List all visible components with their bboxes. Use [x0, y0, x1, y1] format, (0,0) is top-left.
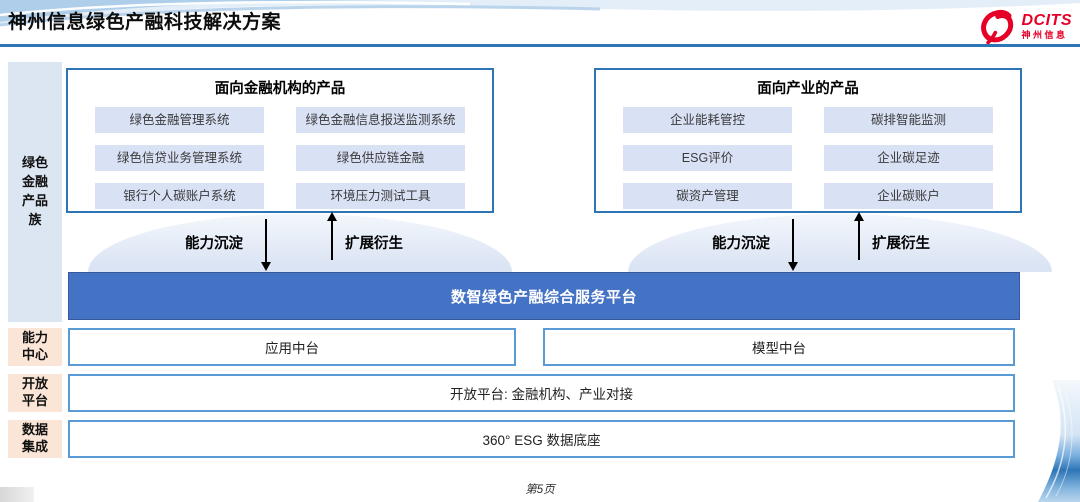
- layer-label-data-integration: 数据集成: [8, 420, 62, 458]
- product-item: 环境压力测试工具: [296, 183, 465, 209]
- flow-label-extension: 扩展衍生: [872, 236, 930, 252]
- platform-bar-smart-green-service: 数智绿色产融综合服务平台: [68, 272, 1020, 320]
- product-item: 绿色金融信息报送监测系统: [296, 107, 465, 133]
- product-item: 企业能耗管控: [623, 107, 792, 133]
- product-group-financial-institutions: 面向金融机构的产品 绿色金融管理系统 绿色金融信息报送监测系统 绿色信贷业务管理…: [66, 68, 494, 213]
- flow-label-capability: 能力沉淀: [712, 236, 770, 252]
- product-item: 碳排智能监测: [824, 107, 993, 133]
- product-item: ESG评价: [623, 145, 792, 171]
- product-item: 银行个人碳账户系统: [95, 183, 264, 209]
- dcits-swoosh-icon: [980, 10, 1013, 44]
- product-group-industry: 面向产业的产品 企业能耗管控 碳排智能监测 ESG评价 企业碳足迹 碳资产管理 …: [594, 68, 1022, 213]
- product-grid: 绿色金融管理系统 绿色金融信息报送监测系统 绿色信贷业务管理系统 绿色供应链金融…: [68, 107, 492, 209]
- layer-label-open-platform: 开放平台: [8, 374, 62, 412]
- arrow-down-icon: [260, 218, 271, 271]
- layer-label-text: 能力中心: [21, 330, 48, 362]
- layer-label-text: 开放平台: [21, 376, 48, 408]
- logo-chinese-name: 神州信息: [1021, 29, 1068, 40]
- logo-text-block: DCITS 神州信息: [1021, 11, 1073, 40]
- product-group-title: 面向金融机构的产品: [214, 81, 346, 97]
- page-title: 神州信息绿色产融科技解决方案: [8, 12, 282, 33]
- product-group-title: 面向产业的产品: [757, 81, 859, 97]
- cell-open-platform-connection: 开放平台: 金融机构、产业对接: [68, 374, 1015, 412]
- bottom-left-gray-bar-decoration: [0, 487, 34, 502]
- arrow-up-icon: [853, 211, 864, 260]
- cell-esg-data-base: 360° ESG 数据底座: [68, 420, 1015, 458]
- flow-label-capability: 能力沉淀: [185, 236, 243, 252]
- product-item: 绿色金融管理系统: [95, 107, 264, 133]
- product-item: 绿色供应链金融: [296, 145, 465, 171]
- product-item: 企业碳账户: [824, 183, 993, 209]
- page-number: 第5页: [525, 484, 555, 496]
- arrow-up-icon: [326, 211, 337, 260]
- logo-wordmark: DCITS: [1021, 11, 1072, 29]
- axis-label-text: 绿色金融产品族: [21, 155, 48, 227]
- product-grid: 企业能耗管控 碳排智能监测 ESG评价 企业碳足迹 碳资产管理 企业碳账户: [596, 107, 1020, 209]
- product-item: 碳资产管理: [623, 183, 792, 209]
- layer-label-text: 数据集成: [21, 422, 48, 454]
- dcits-logo: DCITS 神州信息: [978, 8, 1073, 44]
- layer-label-capability-center: 能力中心: [8, 328, 62, 366]
- flow-arrows-right: 能力沉淀 扩展衍生: [712, 211, 930, 272]
- flow-label-extension: 扩展衍生: [345, 236, 403, 252]
- title-divider: [0, 44, 1080, 47]
- flow-arrows-left: 能力沉淀 扩展衍生: [185, 211, 403, 272]
- axis-label-green-finance-product-family: 绿色金融产品族: [8, 62, 62, 322]
- cell-application-middle-platform: 应用中台: [68, 328, 516, 366]
- arrow-down-icon: [787, 218, 798, 271]
- product-item: 绿色信贷业务管理系统: [95, 145, 264, 171]
- cell-model-middle-platform: 模型中台: [543, 328, 1015, 366]
- product-item: 企业碳足迹: [824, 145, 993, 171]
